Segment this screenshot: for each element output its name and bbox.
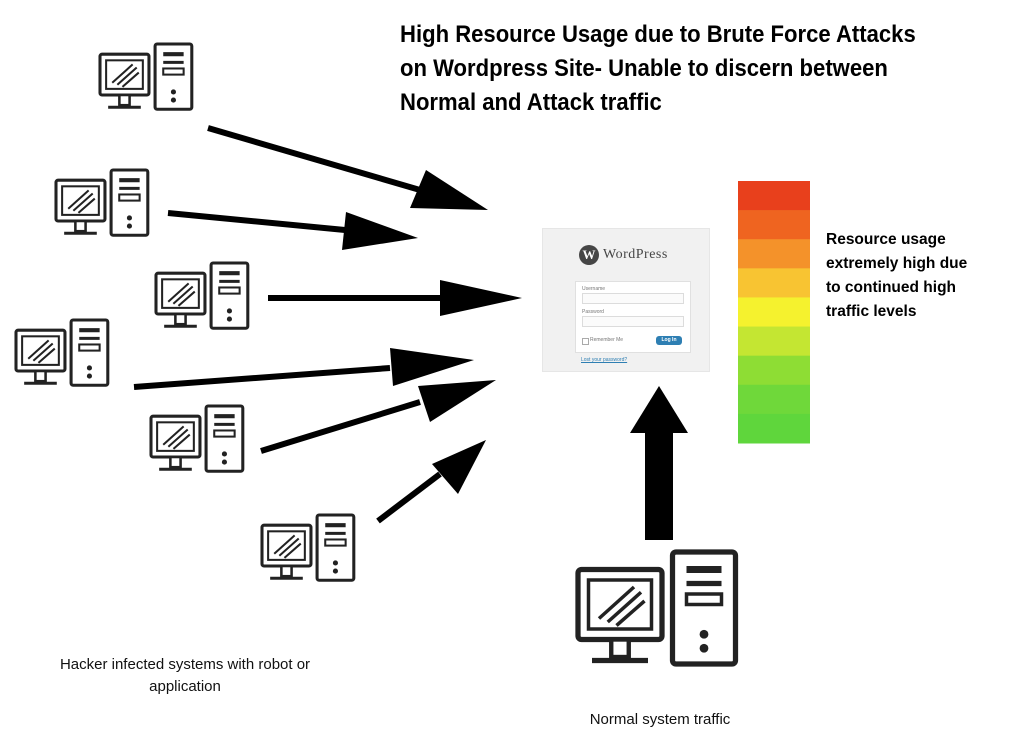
resource-label-line: traffic levels xyxy=(826,303,917,320)
normal-computer-icon xyxy=(578,552,736,664)
attack-arrow-icon xyxy=(268,280,522,316)
log-in-button[interactable]: Log In xyxy=(656,336,682,345)
hacker-systems-caption: Hacker infected systems with robot or ap… xyxy=(59,656,311,695)
attacker-computer-icon xyxy=(262,515,354,580)
meter-segment xyxy=(738,384,810,415)
attacker-computer-icon xyxy=(16,320,108,385)
attack-arrow-icon xyxy=(260,380,496,454)
username-label: Username xyxy=(582,286,606,292)
username-field[interactable] xyxy=(582,293,684,304)
title-line: on Wordpress Site- Unable to discern bet… xyxy=(400,55,888,82)
meter-segment xyxy=(738,326,810,357)
resource-label-line: extremely high due xyxy=(826,255,968,272)
wordpress-wordmark: WordPress xyxy=(603,247,668,262)
lost-password-link[interactable]: Lost your password? xyxy=(581,357,628,363)
meter-segment xyxy=(738,210,810,240)
attack-arrow-icon xyxy=(167,210,418,250)
attacker-computer-icon xyxy=(100,44,192,109)
attack-arrow-icon xyxy=(133,348,474,390)
meter-segment xyxy=(738,297,810,328)
normal-traffic-caption: Normal system traffic xyxy=(589,711,731,728)
resource-label-line: Resource usage xyxy=(826,231,946,248)
attacker-computer-icon xyxy=(151,406,243,471)
meter-segment xyxy=(738,355,810,386)
title-line: Normal and Attack traffic xyxy=(400,89,662,116)
resource-label-line: to continued high xyxy=(826,279,957,296)
meter-segment xyxy=(738,413,810,444)
attack-arrow-icon xyxy=(207,125,488,210)
password-field[interactable] xyxy=(582,316,684,327)
resource-usage-meter xyxy=(738,181,810,444)
remember-me-label: Remember Me xyxy=(590,337,624,343)
diagram-title: High Resource Usage due to Brute Force A… xyxy=(400,18,952,120)
attacker-computer-icon xyxy=(56,170,148,235)
login-form: Username Password Remember Me Log In xyxy=(575,281,691,353)
attack-arrow-icon xyxy=(376,440,486,524)
meter-segment xyxy=(738,268,810,298)
meter-segment xyxy=(738,181,810,211)
wordpress-logo-icon: W xyxy=(579,245,599,265)
resource-usage-label: Resource usage extremely high due to con… xyxy=(826,228,1016,324)
attacker-computer-icon xyxy=(156,263,248,328)
remember-me-checkbox[interactable] xyxy=(582,338,589,345)
normal-traffic-arrow-icon xyxy=(630,386,688,540)
title-line: High Resource Usage due to Brute Force A… xyxy=(400,21,916,48)
wordpress-logo: W WordPress xyxy=(579,245,668,265)
wordpress-login-screenshot: W WordPress Username Password Remember M… xyxy=(542,228,710,372)
meter-segment xyxy=(738,239,810,269)
password-label: Password xyxy=(582,309,604,315)
